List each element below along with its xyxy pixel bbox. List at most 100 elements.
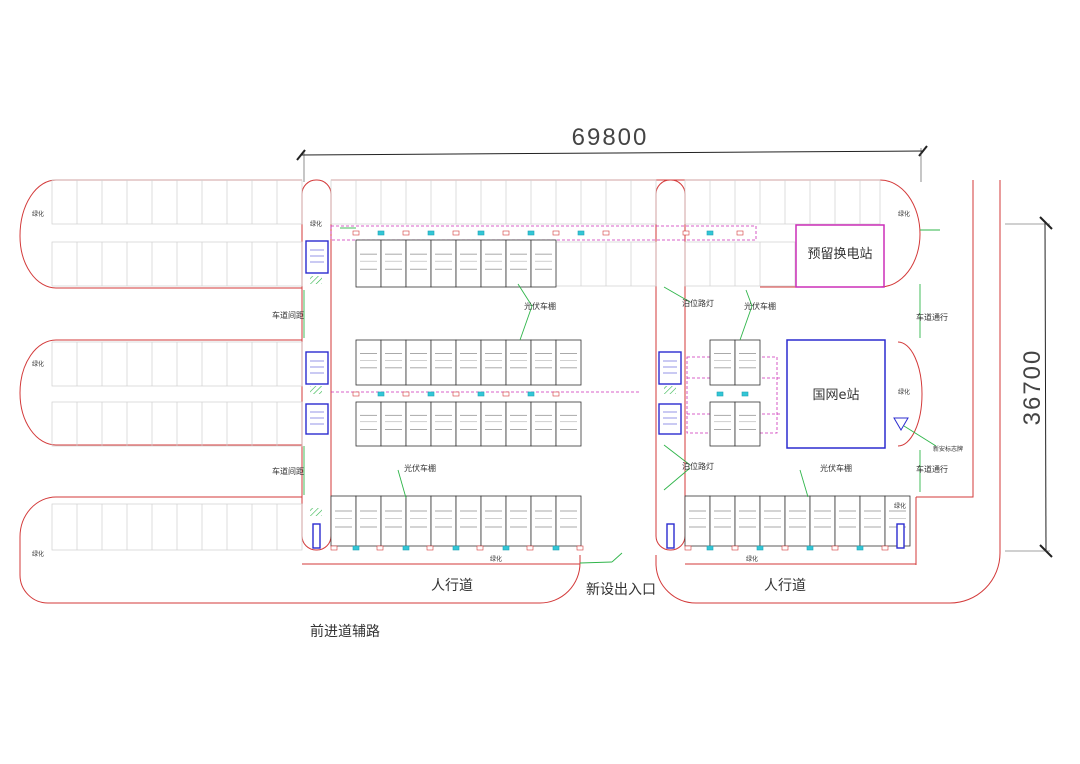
green-label-7: 绿化 [490, 555, 502, 563]
pv-canopy-label-1: 光伏车棚 [524, 301, 556, 311]
reserved-swap-station-label: 预留换电站 [807, 247, 872, 262]
lane-label-3: 车道通行 [916, 312, 948, 322]
annotations: 人行道 人行道 前进道辅路 新设出入口 车道间距 车道间距 车道通行 车道通行 … [32, 210, 963, 640]
marker-red [502, 391, 510, 397]
charging-stall [380, 495, 407, 547]
marker-cyan [856, 545, 864, 551]
lane-label-2: 车道间距 [272, 466, 304, 476]
charging-stall [530, 495, 557, 547]
marker-red [402, 391, 410, 397]
sidewalk-left-label: 人行道 [431, 578, 473, 594]
marker-cyan [552, 545, 560, 551]
marker-cyan [527, 230, 535, 236]
marker-red [831, 545, 839, 551]
charging-stall [505, 239, 532, 288]
charging-stall [505, 401, 532, 447]
charging-stall [759, 495, 786, 547]
charging-stall [355, 339, 382, 386]
green-patches [310, 276, 676, 516]
marker-cyan [806, 545, 814, 551]
marker-red [502, 230, 510, 236]
lane-label-4: 车道通行 [916, 464, 948, 474]
charging-stall [455, 239, 482, 288]
marker-red [736, 230, 744, 236]
device-markers [330, 230, 889, 551]
charging-stall [809, 495, 836, 547]
marker-red [576, 545, 584, 551]
marker-cyan [706, 545, 714, 551]
charging-stall [530, 239, 557, 288]
charging-stall [480, 401, 507, 447]
charging-stall [834, 495, 861, 547]
marker-red [781, 545, 789, 551]
charging-stall [734, 339, 761, 386]
charging-stall [405, 339, 432, 386]
dimension-width-label: 69800 [572, 124, 649, 151]
marker-red [731, 545, 739, 551]
charging-stall [784, 495, 811, 547]
sidewalk-right-label: 人行道 [764, 578, 806, 594]
charging-stall [505, 495, 532, 547]
charging-stall [480, 495, 507, 547]
marker-cyan [352, 545, 360, 551]
green-label-8: 绿化 [746, 555, 758, 563]
parking-stalls-top [330, 179, 881, 287]
site-boundary [19, 179, 1001, 604]
charging-stalls [330, 239, 911, 547]
charging-stall [480, 239, 507, 288]
marker-cyan [377, 230, 385, 236]
charging-stall [505, 339, 532, 386]
marker-red [552, 230, 560, 236]
pv-canopy-label-2: 光伏车棚 [744, 301, 776, 311]
equipment-box-texture [310, 249, 677, 425]
charging-stall [555, 495, 582, 547]
dimension-height: 36700 [1005, 216, 1053, 558]
green-label-2: 绿化 [32, 360, 44, 368]
marker-cyan [477, 230, 485, 236]
lamp-label-2: 泊位路灯 [682, 461, 714, 471]
marker-cyan [427, 230, 435, 236]
marker-cyan [577, 230, 585, 236]
lane-label-1: 车道间距 [272, 310, 304, 320]
charging-stall [455, 495, 482, 547]
charging-stall [405, 239, 432, 288]
marker-cyan [716, 391, 724, 397]
marker-red [552, 391, 560, 397]
marker-cyan [706, 230, 714, 236]
charging-stall [430, 495, 457, 547]
charging-stall [734, 495, 761, 547]
charging-stall [709, 339, 736, 386]
charging-stall [430, 401, 457, 447]
marker-cyan [527, 391, 535, 397]
marker-red [330, 545, 338, 551]
green-label-1: 绿化 [32, 210, 44, 218]
marker-cyan [741, 391, 749, 397]
pv-canopy-label-3: 光伏车棚 [404, 463, 436, 473]
marker-cyan [427, 391, 435, 397]
charging-stall [555, 401, 582, 447]
charging-stall [709, 401, 736, 447]
green-label-4: 绿化 [310, 220, 322, 228]
marker-cyan [502, 545, 510, 551]
charging-stall [734, 401, 761, 447]
charging-stall [355, 239, 382, 288]
pv-canopy-label-4: 光伏车棚 [820, 463, 852, 473]
charging-stall [405, 401, 432, 447]
marker-cyan [756, 545, 764, 551]
charging-stall [530, 401, 557, 447]
charging-stall [355, 495, 382, 547]
grid-e-station: 国网e站 [786, 339, 909, 449]
green-label-6: 绿化 [898, 388, 910, 396]
charging-stall [405, 495, 432, 547]
charging-stall [330, 495, 357, 547]
charging-stall [555, 339, 582, 386]
marker-red [352, 230, 360, 236]
grid-e-station-label: 国网e站 [813, 388, 860, 403]
marker-red [526, 545, 534, 551]
charging-stall [380, 339, 407, 386]
marker-cyan [402, 545, 410, 551]
entrance-label: 新设出入口 [586, 582, 656, 598]
marker-red [682, 230, 690, 236]
charging-stall [430, 339, 457, 386]
sign-label: 新安标志牌 [933, 445, 963, 453]
